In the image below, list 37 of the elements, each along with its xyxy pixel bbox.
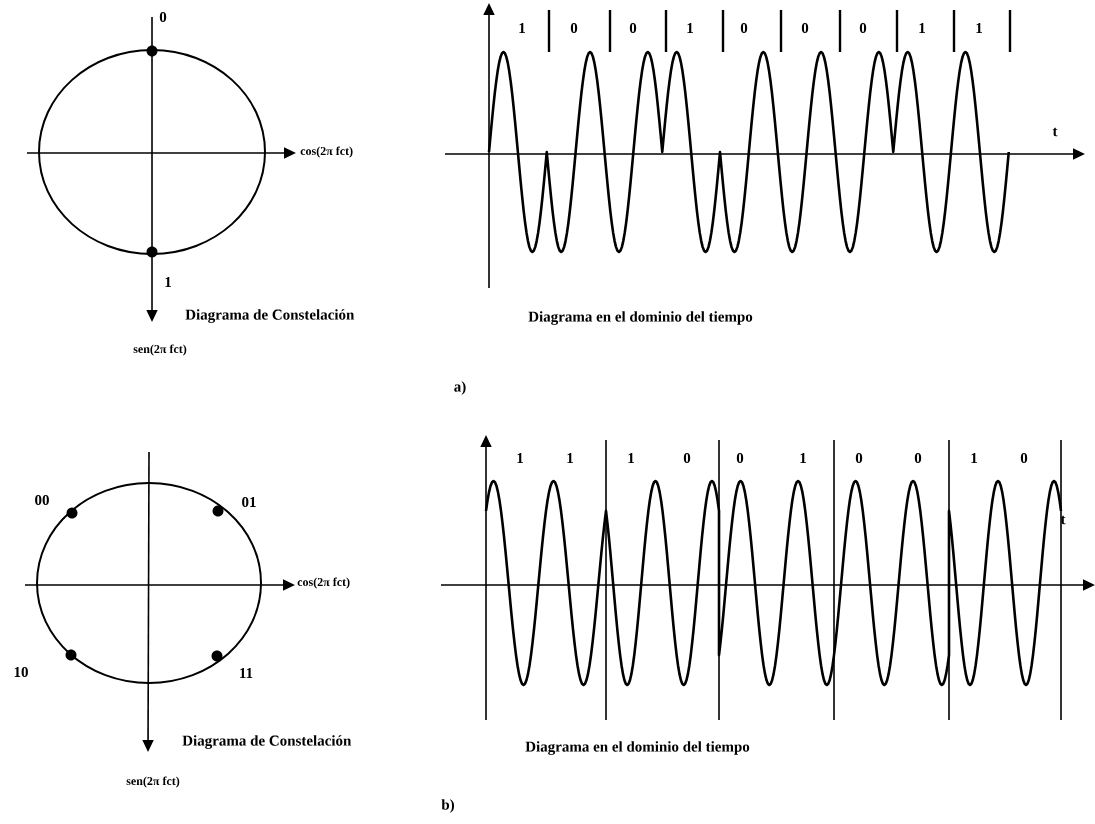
bit-label: 1 (976, 23, 982, 33)
bit-label: 0 (801, 22, 809, 34)
point-label: 01 (242, 496, 256, 508)
bit-label: 0 (1020, 452, 1028, 464)
point-label: 11 (240, 668, 253, 678)
axis-label: t (1052, 127, 1058, 137)
point-label: 00 (35, 494, 49, 506)
bit-label: 1 (800, 453, 806, 463)
panel-letter: a) (454, 381, 466, 395)
bit-label: 1 (628, 453, 634, 463)
point-label: 0 (159, 11, 167, 23)
bit-label: 1 (519, 23, 525, 33)
panel-caption: Diagrama en el dominio del tiempo (528, 311, 753, 325)
bit-label: 1 (687, 23, 693, 33)
panel-caption: Diagrama en el dominio del tiempo (525, 741, 750, 755)
axis-label: sen(2π fct) (126, 776, 180, 788)
panel-caption: Diagrama de Constelación (185, 309, 355, 323)
axis-label: cos(2π fct) (297, 577, 350, 589)
panel-letter: b) (441, 799, 454, 813)
bit-label: 0 (859, 22, 867, 34)
bit-label: 0 (855, 452, 863, 464)
bit-label: 1 (971, 453, 977, 463)
bit-label: 0 (914, 452, 922, 464)
axis-label: cos(2π fct) (300, 146, 353, 158)
panel-caption: Diagrama de Constelación (182, 735, 352, 749)
bit-label: 0 (683, 452, 691, 464)
bit-label: 0 (570, 22, 578, 34)
point-label: 10 (14, 666, 28, 678)
bit-label: 0 (740, 22, 748, 34)
bit-label: 1 (919, 23, 925, 33)
axis-label: t (1060, 515, 1066, 525)
axis-label: sen(2π fct) (133, 344, 187, 356)
bit-label: 0 (736, 452, 744, 464)
bit-label: 0 (629, 22, 637, 34)
bit-label: 1 (517, 453, 523, 463)
bit-label: 1 (567, 453, 573, 463)
point-label: 1 (165, 277, 171, 287)
